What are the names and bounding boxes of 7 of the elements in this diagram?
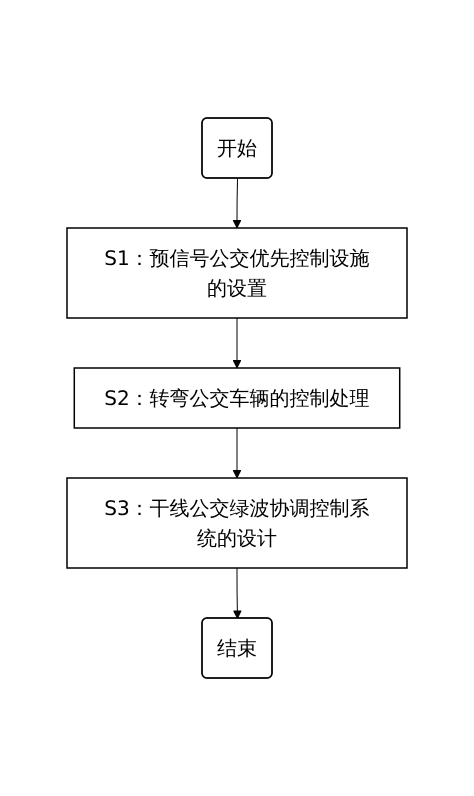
node-box: S2：转弯公交车辆的控制处理 <box>74 367 400 429</box>
arrow <box>232 568 242 619</box>
node-box: S1：预信号公交优先控制设施的设置 <box>66 227 408 319</box>
node-box: S3：干线公交绿波协调控制系统的设计 <box>66 477 408 569</box>
arrow <box>232 428 242 478</box>
arrow <box>232 178 242 228</box>
arrow <box>232 318 242 368</box>
